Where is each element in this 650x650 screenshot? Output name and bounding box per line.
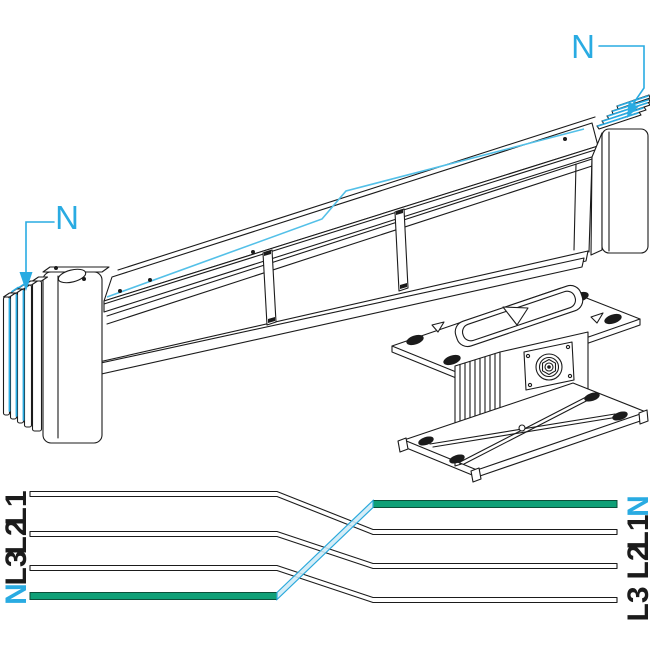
mounting-bracket: [391, 284, 649, 483]
fin: [23, 284, 33, 428]
neutral-fin-line: [607, 102, 648, 117]
duct-divider-2: [394, 208, 409, 292]
neutral-trace-line: [106, 128, 585, 298]
right-n-label: N: [571, 28, 595, 65]
busbar-duct: [63, 116, 599, 382]
neutral-fin-line: [602, 107, 644, 122]
bracket-hole: [604, 313, 622, 325]
left-cap-body: [42, 271, 103, 444]
right-cap-side-face: [590, 132, 603, 256]
neutral-fin-top-line: [11, 286, 19, 293]
bracket-cutout: [431, 321, 445, 333]
bracket-hole: [443, 354, 461, 366]
duct-rail-bottom: [106, 165, 593, 325]
base-center-hole: [518, 424, 526, 432]
screw-dot: [563, 137, 567, 141]
fin: [31, 280, 43, 432]
right-cap-body: [601, 128, 649, 254]
right-n-leader-line: [598, 45, 645, 105]
divider-2-clip-bottom: [400, 283, 407, 289]
bracket-foot: [638, 409, 649, 425]
bracket-bolt-upper: [523, 341, 575, 391]
left-n-leader-line: [25, 221, 55, 273]
duct-panel3-edge: [573, 163, 577, 251]
divider-2-clip-top: [396, 209, 403, 215]
right-label-N: N: [622, 495, 650, 517]
screw-dot: [148, 278, 152, 282]
bracket-hole: [584, 392, 600, 402]
divider-1-clip-bottom: [268, 317, 275, 323]
right-end-cap: [590, 94, 650, 256]
conductor-N-left: [29, 592, 278, 600]
phase-transposition-diagram: L1 L2 L3 N N L1 L2 L3: [0, 490, 650, 621]
left-neutral-callout: N: [19, 199, 79, 291]
left-label-L2: L2: [0, 519, 33, 554]
screw-dot: [54, 266, 58, 270]
screw-dot: [118, 289, 122, 293]
duct-rear-edge: [117, 116, 596, 271]
bracket-hole: [612, 411, 628, 421]
bracket-hole: [449, 454, 465, 464]
neutral-fin-line: [617, 95, 649, 107]
bracket-hole: [406, 334, 424, 346]
left-n-label: N: [55, 199, 79, 236]
bracket-hole: [418, 436, 434, 446]
n-arrow-right-icon: [627, 101, 639, 118]
right-label-L2: L2: [622, 544, 650, 579]
bracket-cutout: [590, 312, 604, 324]
screw-dot: [82, 277, 86, 281]
duct-rail-top: [106, 158, 593, 317]
left-cap-clamp: [57, 268, 87, 284]
conductor-N-right: [372, 500, 618, 508]
duct-cover-lip-line: [103, 148, 599, 305]
conductor-N-crossover: [276, 499, 374, 601]
right-label-L3: L3: [622, 586, 650, 621]
left-end-cap: [2, 266, 110, 444]
direction-triangle-icon: [502, 306, 529, 326]
duct-cover-lip: [103, 145, 599, 313]
conductor-L1: [29, 490, 618, 536]
right-cap-fins: [596, 94, 650, 130]
right-neutral-callout: N: [571, 28, 645, 118]
left-label-L1: L1: [0, 490, 33, 525]
bracket-foot: [470, 467, 482, 483]
duct-divider-1: [262, 249, 277, 326]
neutral-fin-line: [597, 112, 639, 127]
n-arrow-left-icon: [19, 272, 33, 291]
left-label-L3: L3: [0, 550, 33, 585]
left-label-N: N: [0, 583, 33, 605]
left-cap-fins: [2, 276, 49, 432]
divider-1-clip-top: [264, 250, 271, 256]
bracket-foot: [397, 437, 409, 453]
conductor-L3: [29, 564, 618, 604]
screw-dot: [251, 250, 255, 254]
right-label-L1: L1: [622, 514, 650, 549]
